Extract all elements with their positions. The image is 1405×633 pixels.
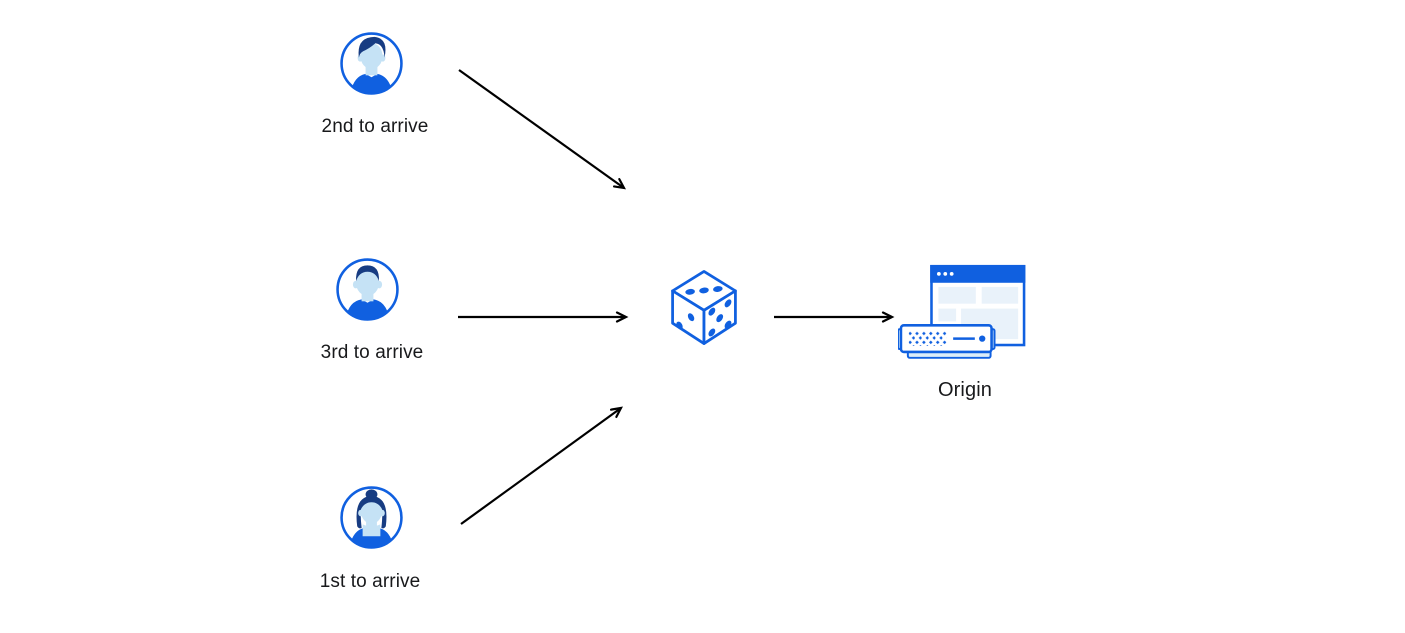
visitor-middle-node (335, 257, 400, 327)
dice-icon (671, 270, 737, 345)
female-avatar-bun-icon (340, 486, 403, 549)
arrow-visitor-top-to-dice (458, 69, 624, 188)
origin-node (897, 264, 1028, 369)
origin-server-browser-icon (897, 264, 1026, 359)
origin-label: Origin (938, 379, 992, 401)
arrow-visitor-bottom-to-dice (460, 408, 621, 525)
visitor-top-node (339, 31, 404, 101)
male-avatar-short-hair-icon (336, 258, 399, 321)
visitor-middle-label: 3rd to arrive (320, 342, 424, 363)
randomizer-node (667, 265, 741, 355)
male-avatar-swept-hair-icon (340, 32, 403, 95)
visitor-bottom-label: 1st to arrive (319, 571, 421, 592)
visitor-bottom-node (339, 485, 404, 555)
visitor-top-label: 2nd to arrive (321, 116, 429, 137)
